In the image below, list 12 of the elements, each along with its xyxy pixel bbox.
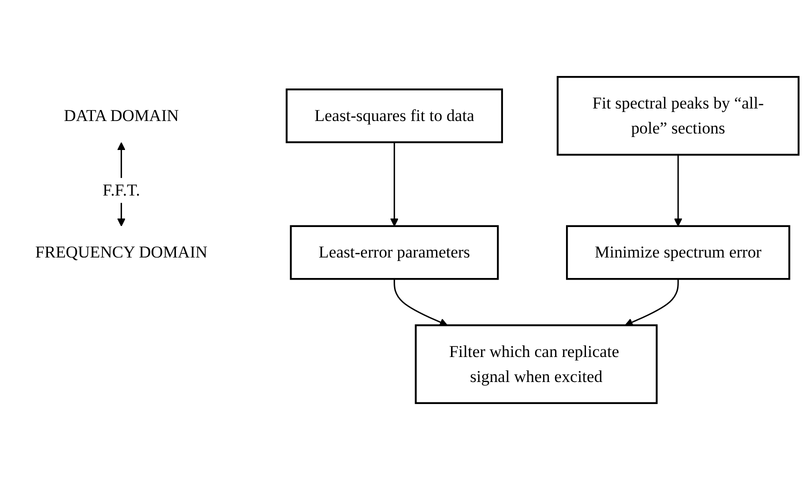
node-box: Fit spectral peaks by “all-pole” sections: [556, 76, 800, 156]
node-box: Least-squares fit to data: [286, 88, 503, 144]
node-box: Minimize spectrum error: [566, 225, 790, 280]
edge-label: F.F.T.: [102, 180, 140, 200]
arrow: [624, 278, 679, 326]
arrow: [674, 154, 682, 226]
node-box: Filter which can replicate signal when excited: [414, 324, 658, 404]
node-text: DATA DOMAIN: [64, 106, 179, 125]
arrow: [394, 278, 448, 326]
arrow: [390, 142, 398, 226]
node-box: Least-error parameters: [290, 225, 499, 280]
node-text: FREQUENCY DOMAIN: [35, 242, 208, 262]
